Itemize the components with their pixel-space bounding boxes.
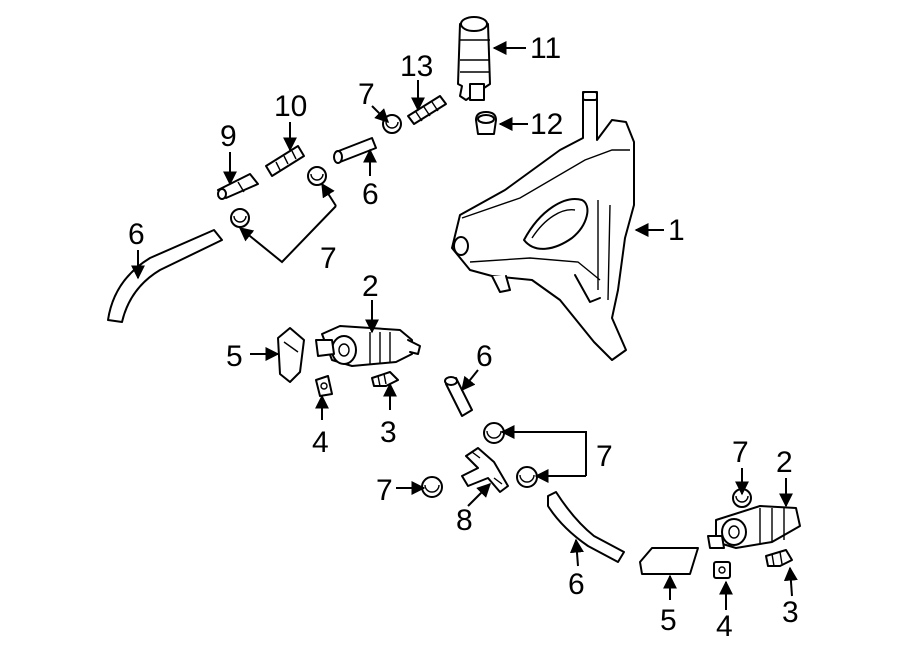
hose-connector-13 [407,95,447,125]
callout-2-lower: 2 [776,446,793,479]
callout-1: 1 [668,214,685,247]
hose-connector-10 [265,145,305,177]
screw-lower [765,549,793,567]
y-connector [461,447,509,493]
leader-lines [131,41,798,610]
callout-7-clips-upper: 7 [320,242,337,275]
callout-10: 10 [274,90,307,123]
washer-nozzle-lower [707,505,801,549]
callout-6-connector-top: 6 [362,178,379,211]
callout-13: 13 [400,50,433,83]
hose-connector-6 [333,137,377,164]
callout-6-hose-left: 6 [128,218,145,251]
washer-hose-left [107,229,223,323]
callout-3-lower: 3 [782,596,799,629]
callout-4-upper: 4 [312,426,329,459]
washer-pump [457,16,491,101]
callout-3-upper: 3 [380,416,397,449]
retainer-upper [315,375,333,397]
washer-hose-bottom [547,491,625,563]
hose-clip [421,476,443,498]
hose-clip [382,114,402,134]
callout-12: 12 [530,108,563,141]
washer-nozzle-upper [315,325,421,367]
callout-7-clip-top: 7 [358,78,375,111]
nozzle-cover-lower [639,547,699,575]
callout-5-lower: 5 [660,604,677,637]
nozzle-bracket-upper [277,327,305,383]
hose-clip [230,208,250,228]
hose-clip [483,422,505,444]
callout-11: 11 [530,32,561,65]
retainer-lower [713,561,731,579]
callout-6-hose-bottom: 6 [568,568,585,601]
hose-clip [516,466,538,488]
hose-clip [307,166,327,186]
hose-connector-6 [444,376,473,417]
pump-grommet [475,111,497,135]
callout-2-upper: 2 [362,270,379,303]
callout-9: 9 [220,120,237,153]
callout-6-connector-mid: 6 [476,340,493,373]
washer-reservoir [451,91,635,361]
screw-upper [371,371,399,387]
callout-4-lower: 4 [716,610,733,643]
hose-connector-9 [217,173,259,200]
callout-7-clip-lower-right: 7 [732,436,749,469]
callout-7-clip-left: 7 [376,474,393,507]
callout-labels: 1 11 12 13 7 6 10 9 7 6 2 5 4 3 6 7 7 8 … [128,32,799,643]
callout-8: 8 [456,504,473,537]
callout-5-upper: 5 [226,340,243,373]
callout-7-clips-right: 7 [596,440,613,473]
